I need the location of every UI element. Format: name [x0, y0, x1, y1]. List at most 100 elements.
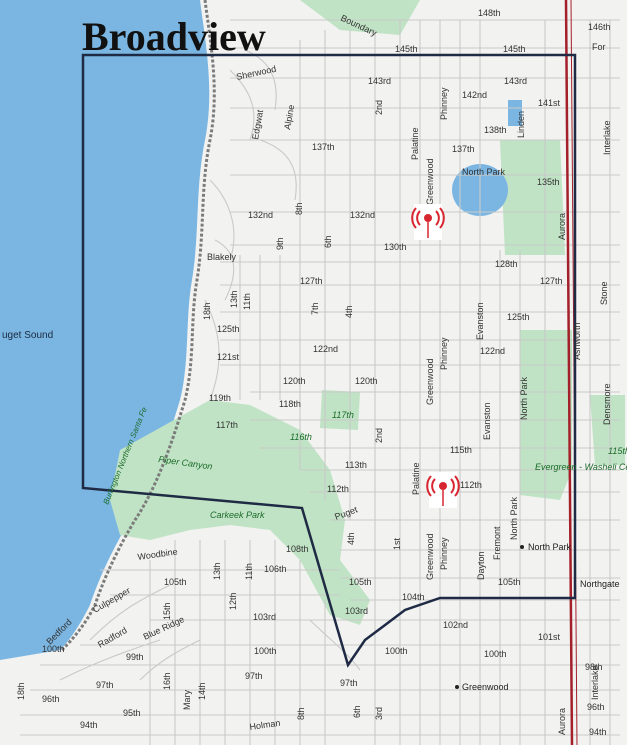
park-small-a — [210, 405, 250, 440]
street-label: 137th — [312, 142, 335, 152]
avenue-label: Fremont — [492, 526, 502, 560]
street-label: 122nd — [480, 346, 505, 356]
park-north-park — [500, 140, 565, 255]
street-label: 112th — [460, 480, 482, 490]
street-label: 102nd — [443, 620, 468, 630]
avenue-label: Phinney — [439, 87, 449, 120]
street-label: 94th — [589, 727, 607, 737]
street-label: 100th — [385, 646, 408, 656]
street-label: 141st — [538, 98, 561, 108]
avenue-label: Linden — [516, 111, 526, 138]
street-label: 119th — [209, 393, 231, 403]
avenue-label: 13th — [212, 562, 222, 580]
avenue-label: North Park — [509, 496, 519, 540]
puget-sound-label: uget Sound — [2, 330, 53, 341]
avenue-label: Phinney — [439, 537, 449, 570]
street-label: For — [592, 42, 606, 52]
street-label: 103rd — [253, 612, 276, 622]
avenue-label: 4th — [344, 305, 354, 318]
street-label: 94th — [80, 720, 98, 730]
greenwood-dot — [455, 685, 459, 689]
street-label: 96th — [587, 702, 605, 712]
street-label: 127th — [300, 276, 323, 286]
street-label: 145th — [503, 44, 526, 54]
avenue-label: 15th — [162, 602, 172, 620]
avenue-label: Interlake — [602, 120, 612, 155]
park-piper-canyon — [110, 400, 370, 625]
street-label: 146th — [588, 22, 611, 32]
avenue-label: 11th — [244, 563, 254, 580]
avenue-label: 8th — [294, 202, 304, 215]
avenue-label: Evanston — [482, 402, 492, 440]
signal-tower-marker-south — [426, 472, 460, 508]
street-label: 145th — [395, 44, 418, 54]
avenue-label: Greenwood — [425, 158, 435, 205]
avenue-label: Greenwood — [425, 358, 435, 405]
street-label: 108th — [286, 544, 309, 554]
street-label: 121st — [217, 352, 240, 362]
park-117th-label: 117th — [332, 410, 354, 420]
avenue-label: 13th — [229, 290, 239, 308]
street-label: 101st — [538, 632, 561, 642]
street-label: 138th — [484, 125, 507, 135]
street-label: 125th — [217, 324, 240, 334]
avenue-label: 1st — [392, 537, 402, 550]
avenue-label: 2nd — [374, 428, 384, 443]
street-label: 103rd — [345, 606, 368, 616]
street-label: 97th — [340, 678, 358, 688]
avenue-label: North Park — [519, 376, 529, 420]
signal-tower-marker-north — [411, 204, 445, 240]
street-label: 96th — [42, 694, 60, 704]
avenue-label: Evanston — [475, 302, 485, 340]
north-park-dot — [520, 545, 524, 549]
avenue-label: 12th — [228, 592, 238, 610]
street-label: 125th — [507, 312, 530, 322]
evergreen-washelli-label: Evergreen - Washeli Cem — [535, 462, 627, 472]
street-label: 104th — [402, 592, 425, 602]
park-115th-label: 115th — [608, 446, 627, 456]
avenue-label: 9th — [275, 237, 285, 250]
street-label: 128th — [495, 259, 518, 269]
north-park-label: North Park — [528, 542, 572, 552]
street-label: Holman — [249, 718, 281, 732]
street-label: 106th — [264, 564, 287, 574]
avenue-label: 11th — [242, 293, 252, 310]
broadview-boundary — [81, 53, 577, 668]
carkeek-park-label: Carkeek Park — [210, 510, 265, 520]
avenue-label: 18th — [202, 302, 212, 320]
street-label: 105th — [164, 577, 187, 587]
street-label: 148th — [478, 8, 501, 18]
park-116th-label: 116th — [290, 432, 312, 442]
railway-line — [60, 0, 216, 652]
street-label: Blakely — [207, 252, 237, 262]
avenue-label: 18th — [16, 682, 26, 700]
street-label: 105th — [349, 577, 372, 587]
street-label: 137th — [452, 144, 475, 154]
small-pond — [508, 100, 522, 126]
avenue-label: 6th — [323, 235, 333, 248]
map-title: Broadview — [82, 14, 266, 59]
street-label: 95th — [123, 708, 141, 718]
street-label: 98th — [585, 662, 603, 672]
greenwood-label: Greenwood — [462, 682, 509, 692]
avenue-label: Ashworth — [572, 322, 582, 360]
street-label: 100th — [42, 644, 65, 654]
avenue-label: Phinney — [439, 337, 449, 370]
street-label: 127th — [540, 276, 563, 286]
curvy-streets — [59, 49, 361, 681]
street-label: North Park — [462, 167, 506, 177]
avenue-label: Palatine — [410, 127, 420, 160]
park-evergreen-washelli — [520, 330, 572, 500]
avenue-label: 2nd — [374, 100, 384, 115]
street-label: 97th — [96, 680, 114, 690]
avenue-label: Mary — [182, 690, 192, 710]
street-label: 132nd — [350, 210, 375, 220]
street-label: 105th — [498, 577, 521, 587]
avenue-label: 16th — [162, 672, 172, 690]
avenue-label: Aurora — [557, 708, 567, 735]
avenue-label: 8th — [296, 707, 306, 720]
avenue-label: Dayton — [476, 551, 486, 580]
street-label: 97th — [245, 671, 263, 681]
